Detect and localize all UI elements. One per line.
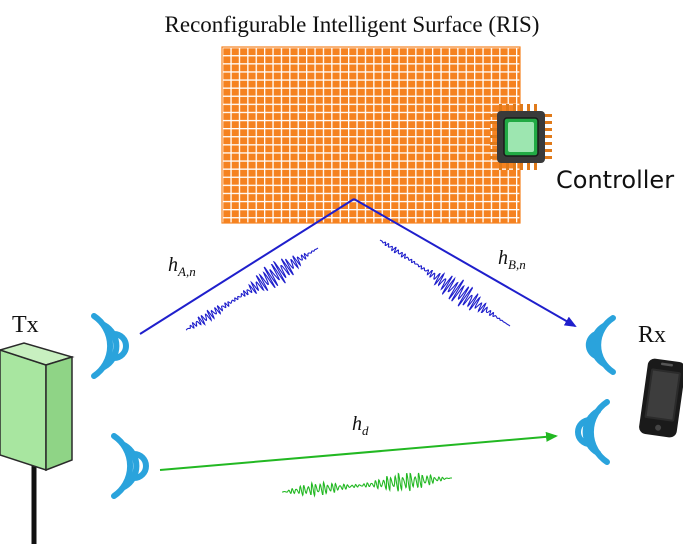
channel-label-ha: hA,n	[168, 254, 196, 279]
rx-label: Rx	[638, 322, 666, 348]
channel-label-hb: hB,n	[498, 247, 526, 272]
waveform-hd	[282, 472, 452, 498]
ris-title: Reconfigurable Intelligent Surface (RIS)	[165, 12, 540, 37]
wireless-signal-icon	[575, 399, 610, 465]
tx-label: Tx	[12, 312, 39, 338]
waveform-ha	[185, 247, 319, 331]
channel-label-hd: hd	[352, 413, 369, 438]
tx-antenna-box-icon	[0, 342, 75, 544]
mobile-phone-icon	[639, 358, 683, 438]
waveform-hb	[379, 239, 511, 327]
wireless-signal-icon	[585, 315, 616, 375]
controller-label: Controller	[556, 166, 674, 194]
microchip-icon	[490, 104, 552, 170]
wireless-signal-icon	[111, 433, 149, 499]
ris-panel	[221, 46, 521, 224]
green-direct-path	[159, 431, 558, 471]
blue-reflected-path	[139, 198, 577, 335]
wireless-signal-icon	[91, 313, 129, 379]
